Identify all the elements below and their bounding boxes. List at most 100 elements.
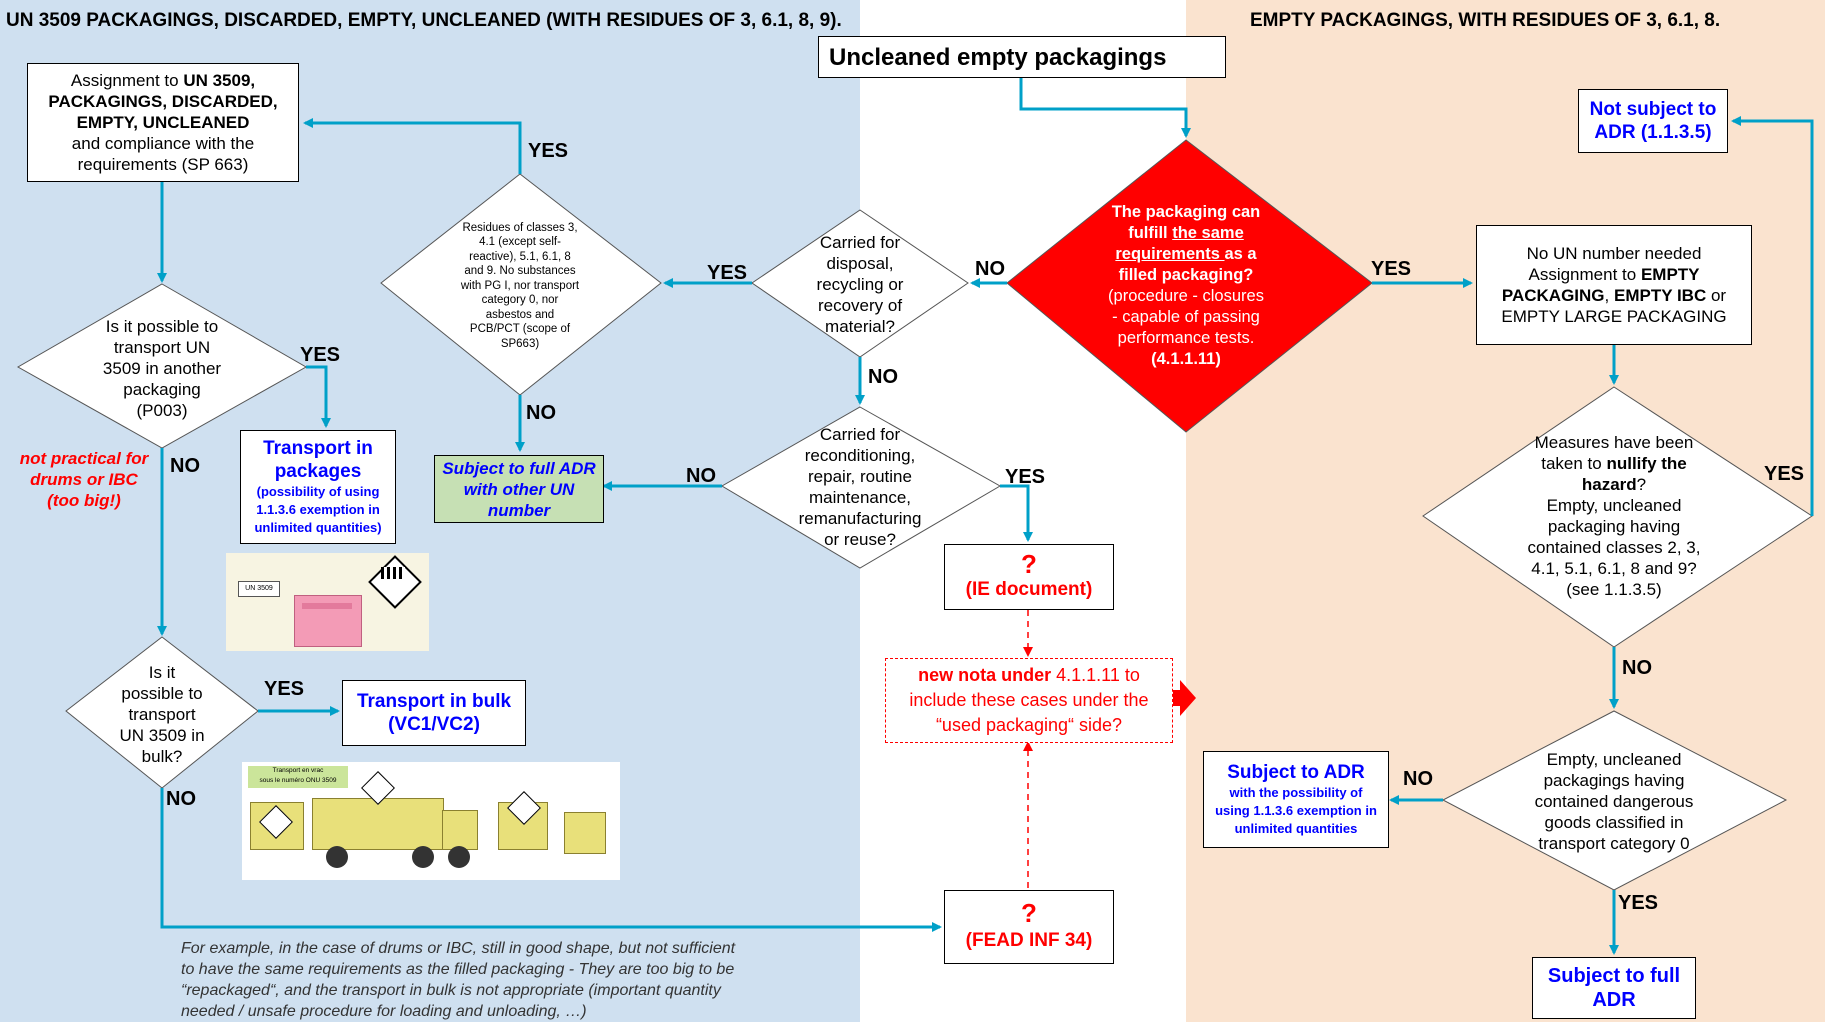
example-note: For example, in the case of drums or IBC… <box>181 938 821 1022</box>
note-line-2: to have the same requirements as the fil… <box>181 961 735 978</box>
label-no-nullify: NO <box>1622 657 1652 679</box>
label-yes-recond: YES <box>1005 466 1046 488</box>
bulk-line-3: transport <box>128 704 196 724</box>
red-line-6: - capable of passing <box>1112 308 1260 326</box>
assign-line-2: PACKAGINGS, DISCARDED, <box>48 92 278 111</box>
other-un-line-2: with other UN <box>463 479 575 499</box>
decision-residues-scope: Residues of classes 3, 4.1 (except self-… <box>448 216 592 356</box>
disposal-line-2: disposal, <box>826 253 894 273</box>
disposal-line-5: material? <box>825 316 895 336</box>
other-un-line-1: Subject to full ADR <box>442 458 596 478</box>
recond-line-5: remanufacturing <box>798 509 922 528</box>
red-line-7: performance tests. <box>1117 329 1255 347</box>
transport-in-packages-box: Transport in packages (possibility of us… <box>240 430 396 544</box>
arrow-nullify-yes <box>1731 116 1814 516</box>
ie-line-1: (IE document) <box>965 579 1093 600</box>
nota-line-2: include these cases under the <box>909 690 1149 710</box>
red-line-1: The packaging can <box>1111 203 1261 221</box>
assign-line-1b: UN 3509, <box>183 71 256 90</box>
assign-line-4: and compliance with the <box>71 134 255 153</box>
no-un-line-1: No UN number needed <box>1526 244 1702 263</box>
truck-front-icon <box>564 812 606 854</box>
nullify-line-4: Empty, uncleaned <box>1546 496 1682 515</box>
not-practical-line-3: (too big!) <box>47 490 121 510</box>
no-un-line-2b: EMPTY <box>1640 265 1700 284</box>
bulk-line-4: UN 3509 in <box>119 725 205 745</box>
recond-line-6: or reuse? <box>824 530 896 549</box>
bulk-caption-line-1: Transport en vrac <box>272 767 324 774</box>
red-arrow-to-right-side <box>1166 680 1196 716</box>
bulk-caption-line-2: sous le numéro ONU 3509 <box>259 777 337 784</box>
label-yes-bulk: YES <box>264 678 305 700</box>
container-side-icon <box>312 798 444 850</box>
nullify-line-7: 4.1, 5.1, 6.1, 8 and 9? <box>1531 559 1697 578</box>
tc0-line-4: goods classified in <box>1544 812 1684 832</box>
wheel-3-icon <box>448 846 470 868</box>
bulk-box-line-2: (VC1/VC2) <box>388 714 480 735</box>
label-yes-disposal: YES <box>707 262 748 284</box>
packages-line-1: Transport in <box>263 438 373 459</box>
truck-cab-icon <box>442 810 478 850</box>
residues-line-5: with PG I, nor transport <box>460 279 580 292</box>
packages-line-4: 1.1.3.6 exemption in <box>256 502 380 517</box>
nullify-line-1: Measures have been <box>1534 433 1694 452</box>
label-no-bulk: NO <box>166 788 196 810</box>
disposal-line-4: recovery of <box>817 295 903 315</box>
subject-adr-line-4: unlimited quantities <box>1234 821 1358 836</box>
disposal-line-3: recycling or <box>816 274 904 294</box>
full-adr-line-2: ADR <box>1592 989 1636 1011</box>
packages-line-3: (possibility of using <box>256 484 380 499</box>
nota-line-1b: 4.1.1.11 to <box>1056 665 1140 685</box>
packages-line-2: packages <box>274 461 362 482</box>
fead-inf34-box: ? (FEAD INF 34) <box>944 890 1114 964</box>
label-no-tc0: NO <box>1403 768 1433 790</box>
label-yes-residues: YES <box>528 140 569 162</box>
recond-line-2: reconditioning, <box>804 446 916 465</box>
label-no-another: NO <box>170 455 200 477</box>
another-line-2: transport UN <box>113 337 211 357</box>
decision-red-same-requirements <box>1006 139 1373 433</box>
residues-line-1: Residues of classes 3, <box>462 221 578 234</box>
another-line-1: Is it possible to <box>105 316 219 336</box>
recond-line-3: repair, routine <box>808 467 912 486</box>
ibc-illustration: UN 3509 <box>226 553 429 651</box>
nullify-line-2a: taken to <box>1541 454 1607 473</box>
label-yes-nullify: YES <box>1764 463 1805 485</box>
red-line-8: (4.1.1.11) <box>1151 350 1221 368</box>
residues-line-4: and 9. No substances <box>464 265 576 278</box>
new-nota-box: new nota under 4.1.1.11 to include these… <box>885 658 1173 743</box>
nullify-line-5: packaging having <box>1547 517 1681 536</box>
label-yes-another: YES <box>300 344 341 366</box>
another-line-4: packaging <box>123 379 201 399</box>
header-empty-packagings: EMPTY PACKAGINGS, WITH RESIDUES OF 3, 6.… <box>1250 10 1721 31</box>
label-yes-tc0: YES <box>1618 892 1659 914</box>
fead-question-mark: ? <box>1021 898 1037 928</box>
arrow-start-to-red <box>1019 77 1191 138</box>
note-line-1: For example, in the case of drums or IBC… <box>181 940 736 957</box>
packages-line-5: unlimited quantities) <box>254 520 382 535</box>
residues-line-9: SP663) <box>500 337 540 350</box>
not-practical-line-1: not practical for <box>19 448 149 468</box>
container-front-icon <box>498 802 548 850</box>
red-line-4: filled packaging? <box>1118 266 1254 284</box>
residues-line-3: reactive), 5.1, 6.1, 8 <box>469 250 571 263</box>
bulk-box-line-1: Transport in bulk <box>356 691 512 712</box>
wheel-2-icon <box>412 846 434 868</box>
no-un-line-3b: , <box>1604 286 1614 305</box>
assignment-un3509-box: Assignment to UN 3509, PACKAGINGS, DISCA… <box>27 63 299 182</box>
decision-same-requirements: The packaging can fulfill the same requi… <box>1070 200 1302 372</box>
assign-line-3: EMPTY, UNCLEANED <box>76 113 250 132</box>
nullify-line-8: (see 1.1.3.5) <box>1566 580 1662 599</box>
no-un-line-4: EMPTY LARGE PACKAGING <box>1501 307 1727 326</box>
label-no-disposal: NO <box>868 366 898 388</box>
subject-adr-line-1: Subject to ADR <box>1227 762 1365 783</box>
label-no-recond: NO <box>686 465 716 487</box>
disposal-line-1: Carried for <box>819 232 901 252</box>
other-un-line-3: number <box>487 500 551 520</box>
residues-line-6: category 0, nor <box>481 294 559 307</box>
decision-another-packaging: Is it possible to transport UN 3509 in a… <box>82 314 242 422</box>
residues-line-2: 4.1 (except self- <box>479 236 561 249</box>
no-un-line-3a: PACKAGING <box>1501 286 1605 305</box>
arrow-recond-yes <box>1000 484 1033 542</box>
